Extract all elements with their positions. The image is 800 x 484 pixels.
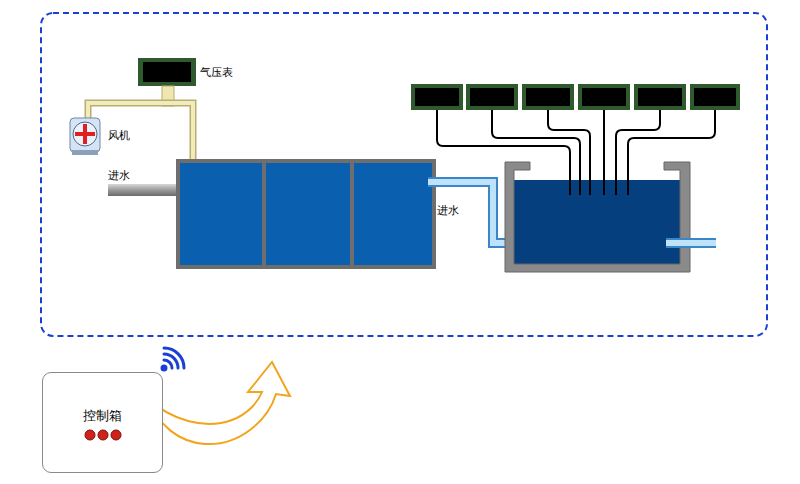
- inlet-label: 进水: [108, 169, 130, 182]
- indicator-light: [111, 430, 121, 440]
- indicator-lights: [83, 429, 123, 441]
- outlet-pipe: [666, 238, 716, 248]
- blower-icon: [70, 118, 100, 155]
- indicator-light: [85, 430, 95, 440]
- box-title: 控制箱: [43, 407, 162, 425]
- signal-arrow: [148, 362, 290, 444]
- sedimentation-tank: [505, 162, 690, 272]
- indicator-light: [98, 430, 108, 440]
- wireless-symbol: [162, 348, 184, 370]
- pressure-gauge: [138, 58, 196, 106]
- outlet-pipe: [666, 240, 716, 246]
- aeration-tank: [178, 161, 434, 267]
- sensor-probes: [437, 110, 715, 195]
- sensor-displays: [411, 84, 740, 110]
- inlet-label: 进水: [437, 204, 459, 217]
- blower-label: 风机: [108, 129, 130, 142]
- gauge-label: 气压表: [200, 66, 233, 79]
- system-boundary: [41, 13, 767, 336]
- inlet-pipe: [108, 184, 186, 196]
- control-box: 控制箱: [42, 372, 163, 473]
